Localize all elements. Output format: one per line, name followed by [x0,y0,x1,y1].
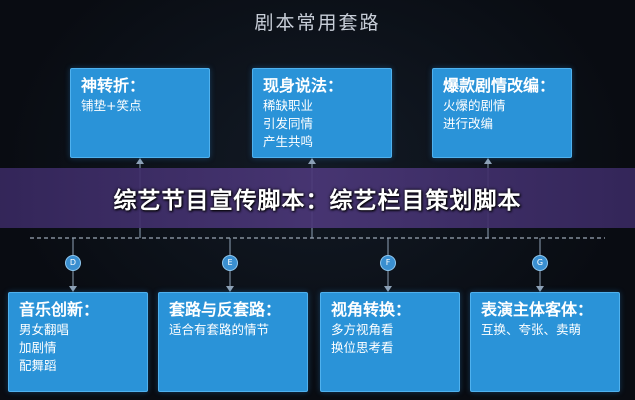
arrow-bottom-4 [536,286,544,292]
diagram-title: 剧本常用套路 [254,12,381,34]
box-line: 稀缺职业 [263,98,314,113]
bottom-box-1: 音乐创新： 男女翻唱 加剧情 配舞蹈 [8,292,148,392]
box-heading: 神转折： [81,76,146,95]
top-box-2: 现身说法： 稀缺职业 引发同情 产生共鸣 [252,68,392,158]
box-heading: 音乐创新： [19,300,100,319]
arrow-bottom-1 [69,286,77,292]
bottom-box-4: 表演主体客体： 互换、夸张、卖萌 [470,292,620,392]
arrow-top-3 [484,158,492,164]
box-line: 铺垫+笑点 [81,98,142,113]
top-box-1: 神转折： 铺垫+笑点 [70,68,210,158]
box-line: 男女翻唱 [19,322,70,337]
arrow-bottom-3 [384,286,392,292]
box-line: 产生共鸣 [263,134,314,149]
box-line: 加剧情 [19,340,57,355]
top-box-3: 爆款剧情改编： 火爆的剧情 进行改编 [432,68,572,158]
box-line: 火爆的剧情 [443,98,506,113]
box-heading: 现身说法： [263,76,344,95]
box-line: 换位思考看 [331,340,394,355]
box-heading: 表演主体客体： [481,300,594,319]
box-heading: 视角转换： [331,300,412,319]
node-marker-f: F [380,255,396,271]
node-marker-e: E [222,255,238,271]
box-line: 互换、夸张、卖萌 [481,322,582,337]
box-heading: 套路与反套路： [169,300,282,319]
box-line: 进行改编 [443,116,494,131]
node-marker-g: G [532,255,548,271]
banner-overlay: 综艺节目宣传脚本：综艺栏目策划脚本 [0,168,635,228]
box-line: 配舞蹈 [19,358,57,373]
box-heading: 爆款剧情改编： [443,76,556,95]
box-line: 多方视角看 [331,322,394,337]
arrow-top-1 [136,158,144,164]
banner-text: 综艺节目宣传脚本：综艺栏目策划脚本 [113,188,522,214]
node-marker-d: D [65,255,81,271]
bottom-box-2: 套路与反套路： 适合有套路的情节 [158,292,308,392]
box-line: 引发同情 [263,116,314,131]
arrow-top-2 [308,158,316,164]
bottom-box-3: 视角转换： 多方视角看 换位思考看 [320,292,460,392]
arrow-bottom-2 [226,286,234,292]
box-line: 适合有套路的情节 [169,322,270,337]
